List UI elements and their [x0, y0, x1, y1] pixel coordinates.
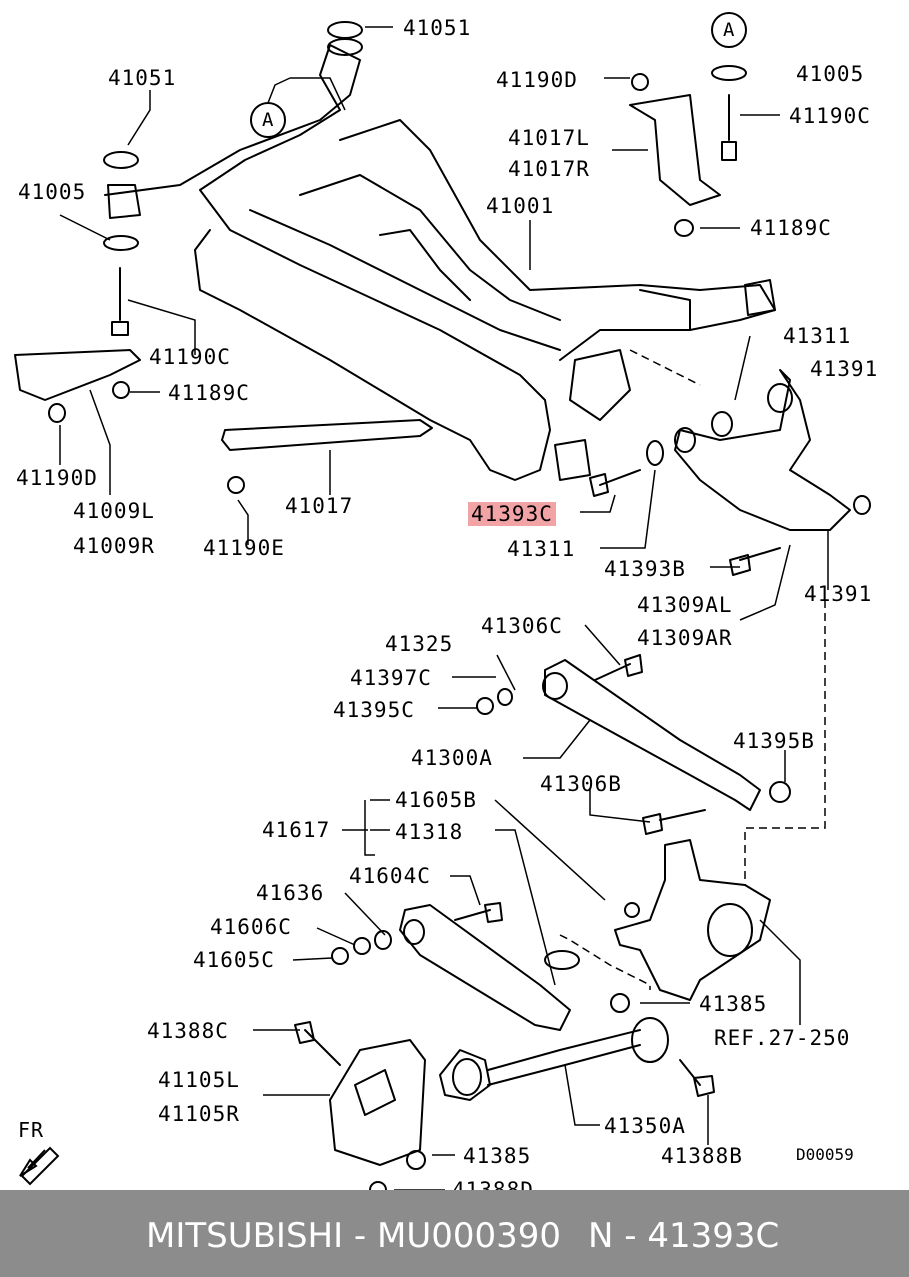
label-41395c: 41395C [333, 698, 415, 722]
label-41306c: 41306C [481, 614, 563, 638]
label-41393c-highlighted: 41393C [468, 502, 556, 526]
label-41189c-left: 41189C [168, 381, 250, 405]
label-41105r: 41105R [158, 1102, 240, 1126]
callout-a-right: A [723, 19, 736, 41]
brace-bar [221, 419, 433, 451]
label-41190d-left: 41190D [16, 466, 98, 490]
label-41051-top: 41051 [403, 16, 472, 40]
label-41605b: 41605B [395, 788, 477, 812]
label-41017: 41017 [285, 494, 354, 518]
label-41105l: 41105L [158, 1068, 240, 1092]
knuckle [614, 839, 771, 1001]
label-41604c: 41604C [349, 864, 431, 888]
label-41306b: 41306B [540, 772, 622, 796]
crossmember-rear-beam [339, 119, 776, 361]
footer-brand-part-number: MITSUBISHI - MU000390 [146, 1216, 562, 1256]
label-41309al: 41309AL [637, 593, 733, 617]
label-41009l: 41009L [73, 499, 155, 523]
label-41606c: 41606C [210, 915, 292, 939]
label-41617: 41617 [262, 818, 331, 842]
label-ref-27-250: REF.27-250 [714, 1026, 851, 1050]
label-41388c: 41388C [147, 1019, 229, 1043]
label-41001: 41001 [486, 194, 555, 218]
label-41350a: 41350A [604, 1114, 686, 1138]
label-41300a: 41300A [411, 746, 493, 770]
label-41325: 41325 [385, 632, 454, 656]
label-41605c: 41605C [193, 948, 275, 972]
label-41318: 41318 [395, 820, 464, 844]
crossmember-body [104, 44, 551, 481]
footer-bar: MITSUBISHI - MU000390 N - 41393C [0, 1190, 909, 1277]
label-41005-left: 41005 [18, 180, 87, 204]
front-direction-label: FR [18, 1118, 45, 1142]
label-41311-mid: 41311 [507, 537, 576, 561]
label-41391-top: 41391 [810, 357, 879, 381]
label-41309ar: 41309AR [637, 626, 733, 650]
lower-arm [544, 659, 761, 811]
parts-diagram: 41051 41051 41005 41005 41190D 41190C 41… [14, 12, 879, 1202]
label-41005-right: 41005 [796, 62, 865, 86]
label-41017l: 41017L [508, 126, 590, 150]
label-41190e: 41190E [203, 536, 285, 560]
upper-arm [674, 369, 851, 531]
label-41385-bottom: 41385 [463, 1144, 532, 1168]
crossmember-inner [299, 174, 561, 321]
label-41391-mid: 41391 [804, 582, 873, 606]
trailing-arm [439, 1049, 491, 1101]
label-41017r: 41017R [508, 157, 590, 181]
label-41393b: 41393B [604, 557, 686, 581]
label-41190d-top: 41190D [496, 68, 578, 92]
label-41388b: 41388B [661, 1144, 743, 1168]
toe-arm [399, 904, 571, 1031]
drawing-code: D00059 [796, 1145, 854, 1164]
label-41009r: 41009R [73, 534, 155, 558]
label-41311-right: 41311 [783, 324, 852, 348]
label-41397c: 41397C [350, 666, 432, 690]
label-41190c-left: 41190C [149, 345, 231, 369]
label-41636: 41636 [256, 881, 325, 905]
label-41190c-right: 41190C [789, 104, 871, 128]
label-41189c-right: 41189C [750, 216, 832, 240]
diagram-drawing [14, 12, 871, 1190]
label-41395b: 41395B [733, 729, 815, 753]
label-41385-right: 41385 [699, 992, 768, 1016]
callout-a-left: A [262, 109, 275, 131]
footer-part-code: N - 41393C [588, 1216, 780, 1256]
label-41051-left: 41051 [108, 66, 177, 90]
